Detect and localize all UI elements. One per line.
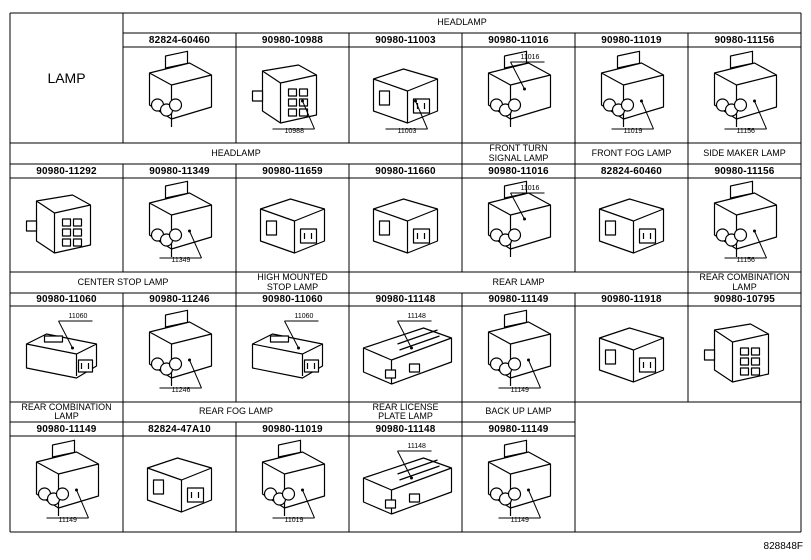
group-label: BACK UP LAMP xyxy=(485,406,552,417)
part-number: 90980-11060 xyxy=(36,294,97,305)
drawing-code: 828848F xyxy=(763,541,803,552)
part-number: 82824-60460 xyxy=(600,165,663,177)
connector-drawing xyxy=(703,323,770,383)
connector-drawing: 11019 xyxy=(261,439,326,524)
callout-number: 11019 xyxy=(285,517,304,524)
connector-drawing: 11148 xyxy=(362,313,453,385)
connector-drawing xyxy=(146,457,213,513)
callout-number: 11156 xyxy=(737,128,756,135)
connector-drawing: 11019 xyxy=(600,50,665,135)
part-number: 90980-11149 xyxy=(36,423,97,435)
callout-number: 11149 xyxy=(511,387,530,394)
callout-number: 11016 xyxy=(521,54,540,61)
connector-drawing xyxy=(148,50,213,127)
connector-drawing: 11060 xyxy=(25,313,98,379)
group-label: REAR FOG LAMP xyxy=(198,406,273,417)
part-number: 90980-11660 xyxy=(375,165,436,177)
part-number: 90980-10988 xyxy=(261,34,324,46)
group-label: REAR LICENSE PLATE LAMP xyxy=(372,401,439,421)
connector-drawing: 11016 xyxy=(487,50,552,127)
callout-number: 11148 xyxy=(408,443,427,450)
part-number: 90980-11016 xyxy=(488,34,549,46)
connector-drawing: 11246 xyxy=(148,309,213,394)
part-number: 90980-11016 xyxy=(488,165,549,177)
group-label: HEADLAMP xyxy=(211,147,261,158)
connector-drawing: 11156 xyxy=(713,50,778,135)
connector-drawing: 11149 xyxy=(487,309,552,394)
group-label: SIDE MAKER LAMP xyxy=(703,147,786,158)
callout-number: 11148 xyxy=(408,313,427,320)
connector-drawing xyxy=(598,198,665,254)
part-number: 90980-11292 xyxy=(36,165,97,177)
connector-drawing: 11149 xyxy=(35,439,100,524)
part-number: 90980-11003 xyxy=(375,34,436,46)
group-label: FRONT FOG LAMP xyxy=(591,147,672,158)
part-number: 90980-11349 xyxy=(149,165,210,177)
group-label: HIGH MOUNTED STOP LAMP xyxy=(257,272,328,292)
connector-drawing: 11003 xyxy=(372,68,439,135)
callout-number: 11246 xyxy=(172,387,191,394)
callout-number: 11156 xyxy=(737,257,756,264)
connector-drawing: 11016 xyxy=(487,180,552,257)
part-number: 82824-60460 xyxy=(148,34,211,46)
group-label: REAR LAMP xyxy=(492,276,545,287)
callout-number: 11060 xyxy=(295,313,314,320)
connector-drawing xyxy=(372,198,439,254)
part-number: 90980-11246 xyxy=(149,294,210,305)
part-number: 90980-11149 xyxy=(488,423,549,435)
part-number: 90980-11156 xyxy=(714,34,775,46)
group-label: REAR COMBINATION LAMP xyxy=(21,401,112,421)
part-number: 90980-11148 xyxy=(375,423,436,435)
group-label: CENTER STOP LAMP xyxy=(77,276,169,287)
lamp-label: LAMP xyxy=(47,70,86,86)
callout-number: 11016 xyxy=(521,185,540,192)
callout-number: 11149 xyxy=(511,517,530,524)
connector-drawing: 11149 xyxy=(487,439,552,524)
callout-number: 11060 xyxy=(69,313,88,320)
connector-drawing: 11349 xyxy=(148,180,213,264)
group-label: REAR COMBINATION LAMP xyxy=(699,272,790,292)
connector-drawing: 10988 xyxy=(251,64,318,135)
part-number: 90980-10795 xyxy=(713,294,776,305)
part-number: 82824-47A10 xyxy=(148,423,211,435)
callout-number: 11149 xyxy=(59,517,78,524)
part-number: 90980-11019 xyxy=(262,423,323,435)
connector-drawing xyxy=(598,327,665,383)
connector-drawing: 11148 xyxy=(362,443,453,515)
callout-number: 10988 xyxy=(285,128,305,135)
part-number: 90980-11156 xyxy=(714,165,775,177)
connector-drawing xyxy=(259,198,326,254)
connector-drawing xyxy=(25,194,92,254)
part-number: 90980-11149 xyxy=(488,294,549,305)
connector-drawing: 11060 xyxy=(251,313,324,379)
part-number: 90980-11019 xyxy=(601,34,662,46)
connector-drawing: 11156 xyxy=(713,180,778,264)
group-label: HEADLAMP xyxy=(437,17,487,28)
callout-number: 11349 xyxy=(172,257,191,264)
part-number: 90980-11659 xyxy=(262,165,323,177)
part-number: 90980-11060 xyxy=(262,294,323,305)
part-number: 90980-11918 xyxy=(601,294,662,305)
callout-number: 11019 xyxy=(624,128,643,135)
callout-number: 11003 xyxy=(398,128,417,135)
group-label: FRONT TURN SIGNAL LAMP xyxy=(488,143,549,163)
part-number: 90980-11148 xyxy=(375,294,436,305)
